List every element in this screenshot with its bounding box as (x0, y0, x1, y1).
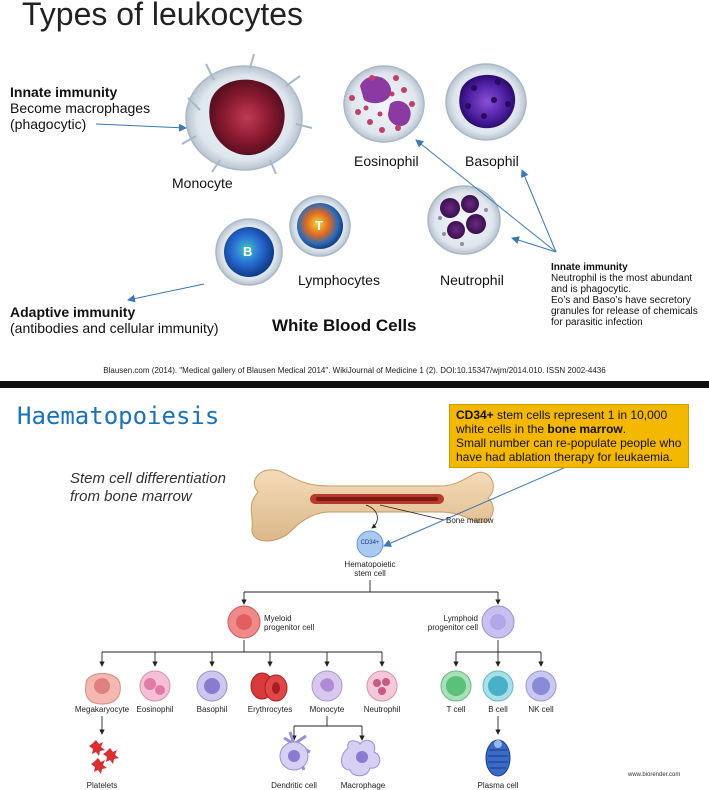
plasma-cell-shape (485, 739, 511, 777)
basophil-label: Basophil (465, 153, 519, 169)
callout-arrow (383, 459, 583, 547)
lymphoid-label-l2: progenitor cell (427, 623, 478, 632)
arrow-to-monocyte (95, 123, 187, 132)
stem-caption-l1: Stem cell differentiation (70, 470, 226, 487)
adaptive-desc: (antibodies and cellular immunity) (10, 320, 219, 336)
innate-right-l2: and is phagocytic. (551, 284, 632, 295)
dendritic-cell-shape (279, 731, 311, 771)
neutrophil-cell (366, 670, 398, 702)
b-lymphocyte-illustration (215, 218, 283, 286)
myeloid-label: Myeloid progenitor cell (264, 614, 314, 632)
b-cell (482, 670, 514, 702)
neutrophil-bottom-label: Neutrophil (363, 705, 401, 714)
eosinophil-bottom-label: Eosinophil (136, 705, 174, 714)
myeloid-label-l2: progenitor cell (264, 623, 315, 632)
lymphoid-label-l1: Lymphoid (443, 614, 478, 623)
bone-illustration (250, 469, 494, 542)
stem-caption-l2: from bone marrow (70, 488, 192, 505)
eosinophil-label: Eosinophil (354, 153, 419, 169)
t-cell-letter: T (315, 218, 323, 233)
cd34-label: CD34+ (360, 540, 380, 546)
nkcell-label: NK cell (528, 705, 554, 714)
stem-caption: Stem cell differentiation from bone marr… (70, 470, 226, 506)
callout-bold-bone-marrow: bone marrow (547, 422, 623, 436)
callout-text-2: . (622, 422, 627, 436)
b-cell-letter: B (243, 244, 253, 259)
monocyte-bottom-label: Monocyte (309, 705, 345, 714)
arrow-from-lymphocytes (127, 283, 205, 303)
innate-right-title: Innate immunity (551, 262, 628, 273)
neutrophil-label: Neutrophil (440, 272, 504, 288)
innate-right-l1: Neutrophil is the most abundant (551, 273, 693, 284)
callout-bold-cd34: CD34+ (456, 408, 494, 422)
bone-marrow-pointer (379, 504, 445, 521)
basophil-illustration (445, 63, 527, 141)
t-lymphocyte-illustration (289, 195, 351, 257)
innate-right-l5: for parasitic infection (551, 317, 643, 328)
citation: Blausen.com (2014). "Medical gallery of … (103, 366, 606, 375)
callout-text-1: stem cells represent 1 in 10,000 white c… (456, 408, 668, 436)
innate-left-line1: Become macrophages (10, 100, 151, 116)
wbc-title: White Blood Cells (272, 316, 417, 335)
tcell-label: T cell (446, 705, 466, 714)
hsc-label: Hematopoietic stem cell (330, 560, 410, 578)
eosinophil-cell (139, 670, 171, 702)
plasma-label: Plasma cell (477, 781, 519, 790)
megakaryocyte-cell (85, 673, 121, 705)
callout-text-3: Small number can re-populate people who … (456, 436, 682, 464)
arrow-to-eosinophil (415, 139, 557, 253)
bone-marrow-label: Bone marrow (446, 516, 494, 525)
t-cell (440, 670, 472, 702)
basophil-bottom-label: Basophil (196, 705, 228, 714)
adaptive-title: Adaptive immunity (10, 304, 136, 320)
eosinophil-illustration (343, 65, 425, 143)
hsc-label-l1: Hematopoietic (344, 560, 396, 569)
monocyte-illustration (181, 53, 313, 175)
arrow-to-neutrophil (511, 236, 557, 253)
haematopoiesis-title: Haematopoiesis (17, 402, 220, 430)
erythrocytes-cells (250, 672, 288, 702)
innate-right-l4: granules for release of chemicals (551, 306, 698, 317)
monocyte-cell (311, 670, 343, 702)
lymphoid-label: Lymphoid progenitor cell (422, 614, 478, 632)
innate-left-title: Innate immunity (10, 84, 118, 100)
macrophage-shape (341, 739, 381, 777)
platelets-cells (89, 740, 119, 774)
cd34-callout: CD34+ stem cells represent 1 in 10,000 w… (449, 404, 689, 468)
innate-right-l3: Eo’s and Baso’s have secretory (551, 295, 691, 306)
platelets-label: Platelets (86, 781, 118, 790)
lymphocytes-label: Lymphocytes (298, 272, 380, 288)
biorender-credit: www.biorender.com (628, 772, 681, 778)
myeloid-label-l1: Myeloid (264, 614, 292, 623)
section-divider (0, 381, 709, 388)
erythrocytes-label: Erythrocytes (247, 705, 293, 714)
nk-cell (525, 670, 557, 702)
hsc-cell (356, 530, 384, 558)
innate-left-line2: (phagocytic) (10, 116, 87, 132)
arrow-to-basophil (520, 169, 557, 253)
dendritic-label: Dendritic cell (271, 781, 317, 790)
hsc-label-l2: stem cell (354, 569, 386, 578)
macrophage-label: Macrophage (340, 781, 386, 790)
neutrophil-illustration (427, 185, 501, 255)
bcell-label: B cell (488, 705, 508, 714)
monocyte-label: Monocyte (172, 175, 233, 191)
megakaryocyte-label: Megakaryocyte (74, 705, 130, 714)
basophil-cell (196, 670, 228, 702)
page-title: Types of leukocytes (22, 0, 304, 32)
